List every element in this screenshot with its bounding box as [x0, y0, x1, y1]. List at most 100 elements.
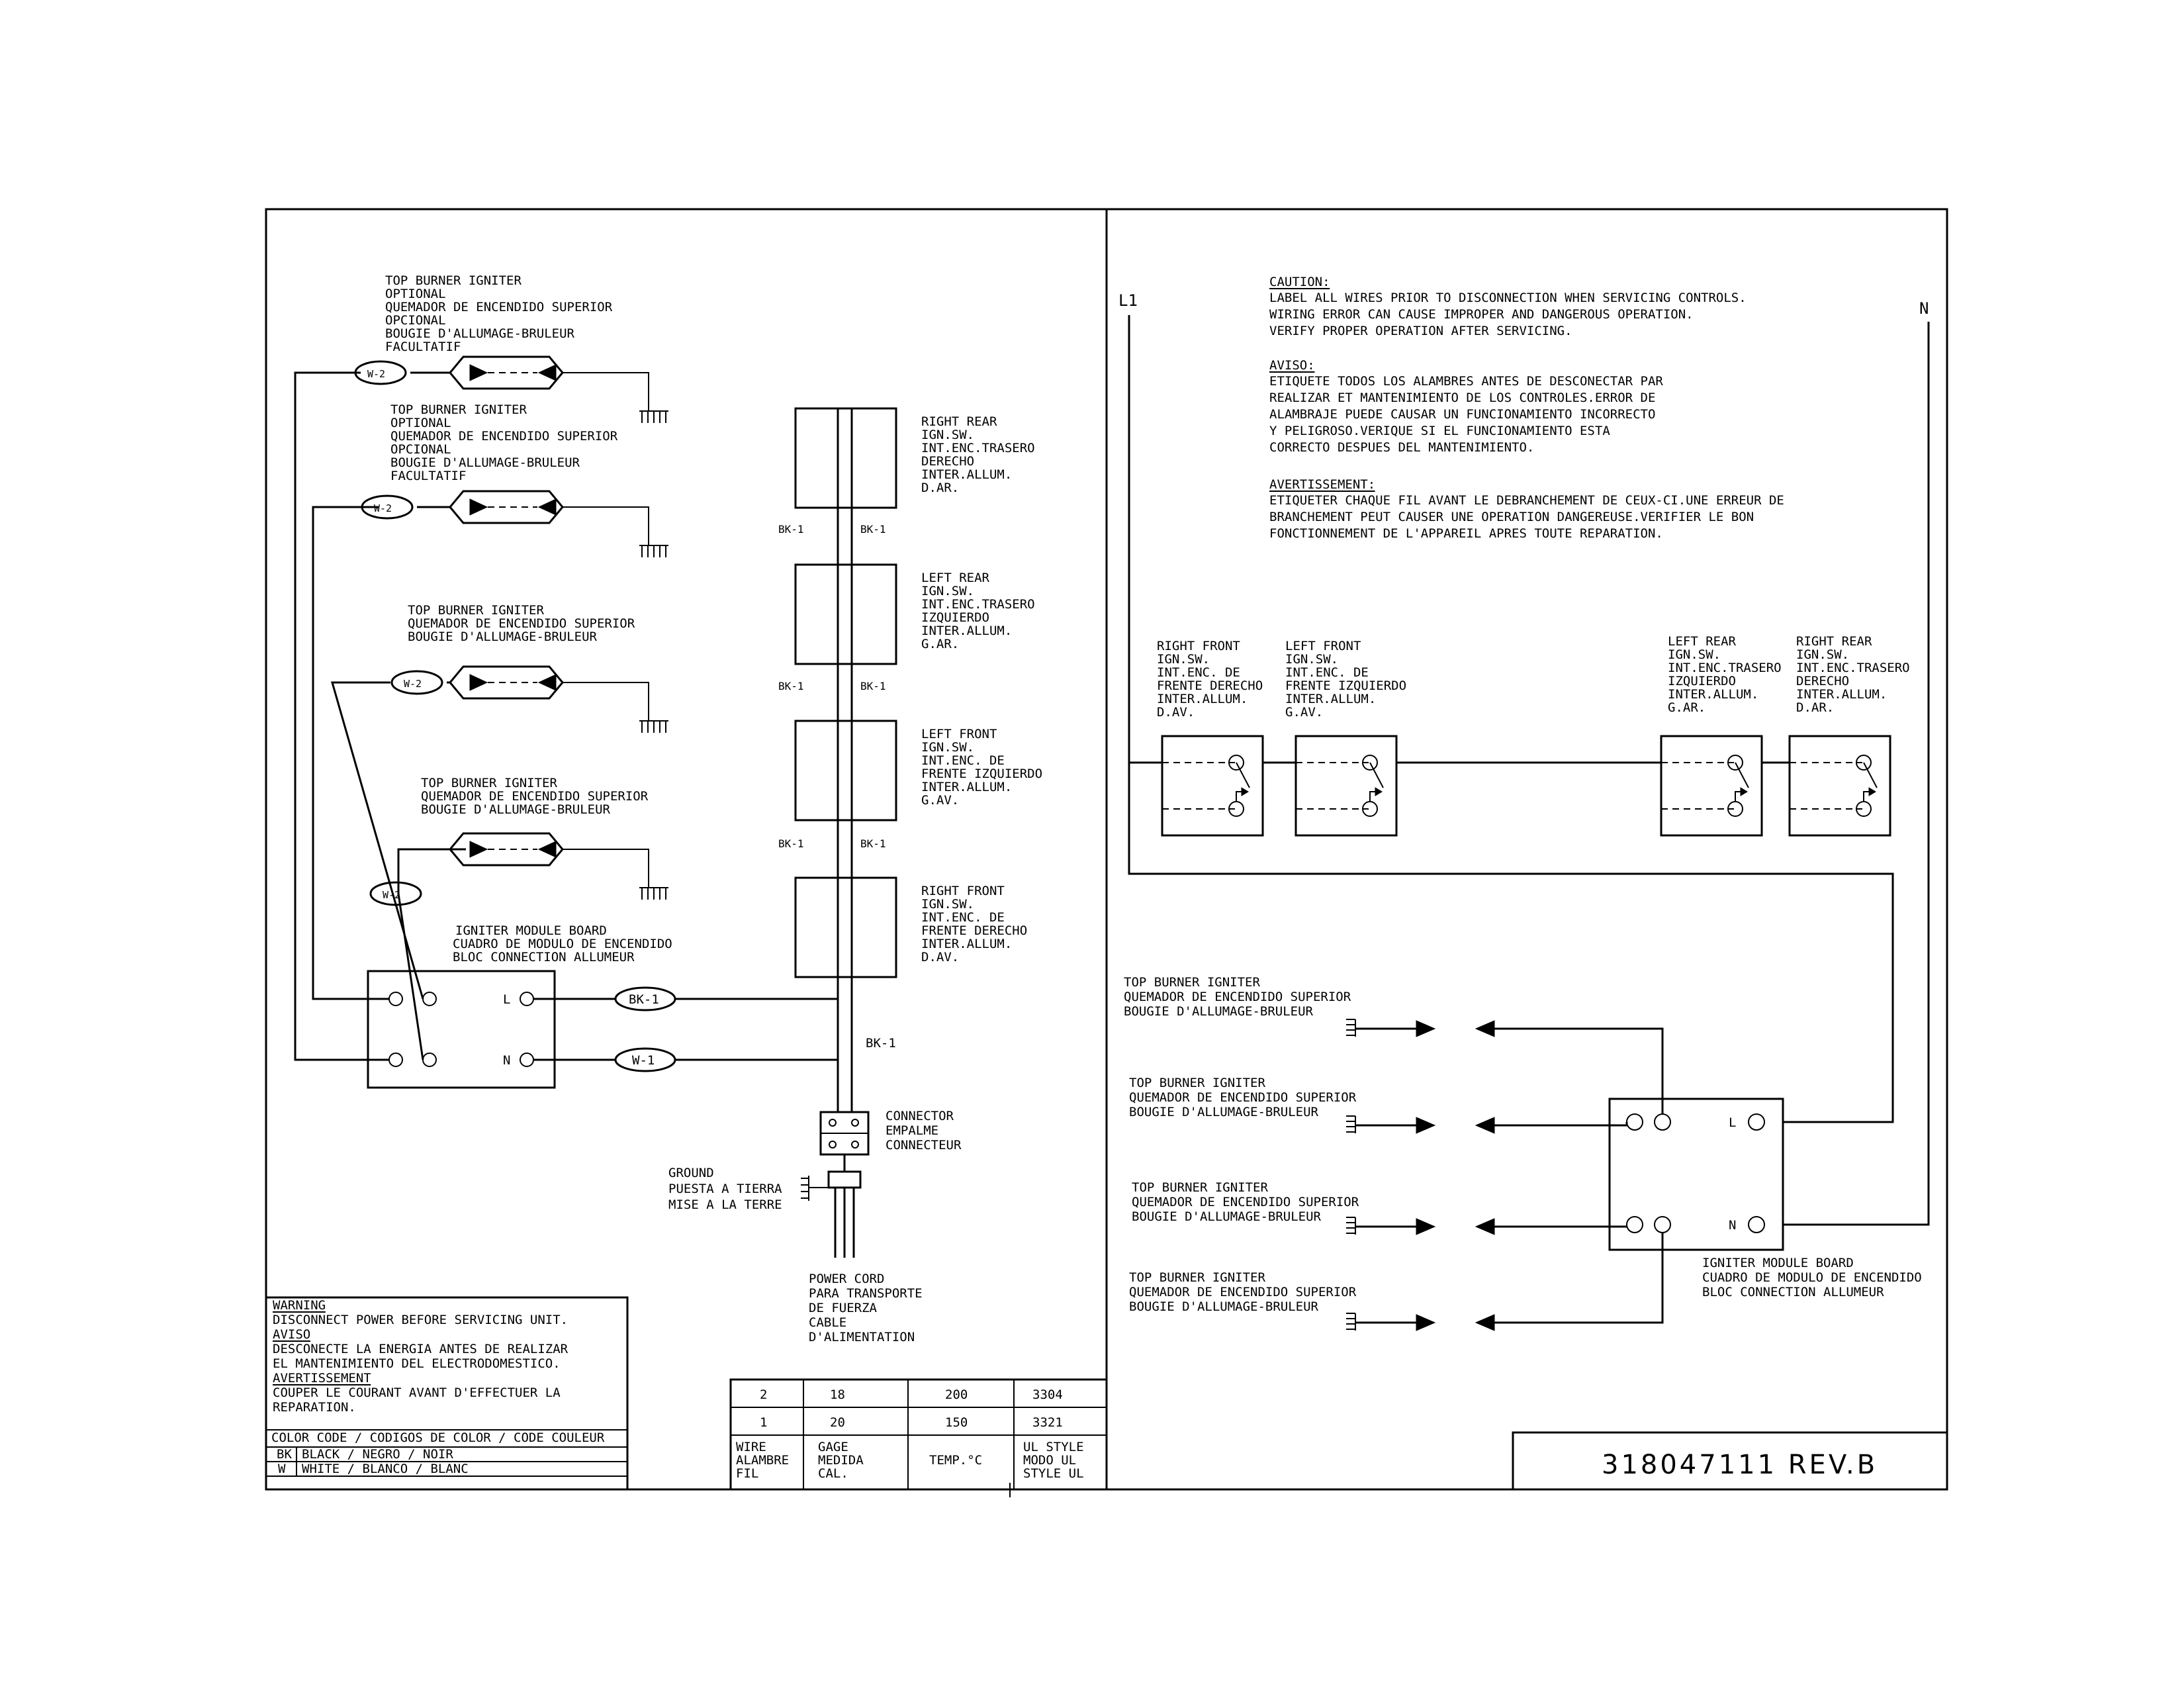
power-cord-label-line: POWER CORD	[809, 1272, 884, 1286]
bk-label: BK-1	[778, 680, 804, 692]
switch-arrow-icon	[1241, 787, 1249, 796]
igniter-label-line: BOUGIE D'ALLUMAGE-BRULEUR	[385, 326, 575, 341]
igniter-label-line: QUEMADOR DE ENCENDIDO SUPERIOR	[385, 300, 613, 314]
right-ignition-switch: RIGHT REARIGN.SW.INT.ENC.TRASERODERECHOI…	[1788, 634, 1910, 837]
l1-label: L1	[1118, 291, 1138, 310]
igniter-label-line: QUEMADOR DE ENCENDIDO SUPERIOR	[390, 429, 618, 444]
table-header: STYLE UL	[1023, 1466, 1084, 1481]
table-header: MODO UL	[1023, 1453, 1076, 1468]
switch-label-line: INTER.ALLUM.	[1668, 687, 1758, 702]
module-label-line-3: BLOC CONNECTION ALLUMEUR	[453, 950, 635, 964]
switch-label-line: RIGHT FRONT	[1157, 639, 1240, 653]
warning-line: AVERTISSEMENT	[273, 1371, 371, 1385]
bk-label: BK-1	[860, 680, 886, 692]
switch-label-line: FRENTE DERECHO	[921, 923, 1027, 938]
warning-box	[265, 1296, 629, 1491]
color-code-title: COLOR CODE / CODIGOS DE COLOR / CODE COU…	[271, 1430, 605, 1445]
ground-symbol-icon	[639, 410, 668, 423]
igniter-label-line: TOP BURNER IGNITER	[390, 402, 527, 417]
switch-label-line: D.AR.	[1796, 700, 1834, 715]
left-module-label: IGNITER MODULE BOARD CUADRO DE MODULO DE…	[453, 923, 672, 964]
connector-label-line: EMPALME	[886, 1123, 938, 1138]
switch-body	[794, 563, 897, 665]
ground-label: GROUND PUESTA A TIERRA MISE A LA TERRE	[668, 1166, 782, 1212]
switch-label-line: G.AR.	[1668, 700, 1706, 715]
wire-igniter-1	[294, 371, 389, 1061]
power-cord-label-line: D'ALIMENTATION	[809, 1330, 915, 1344]
switch-label-line: RIGHT REAR	[1796, 634, 1872, 649]
aviso-line: ALAMBRAJE PUEDE CAUSAR UN FUNCIONAMIENTO…	[1269, 407, 1655, 422]
module-label-line-1: IGNITER MODULE BOARD	[455, 923, 607, 938]
switch-label-line: INT.ENC. DE	[1285, 665, 1369, 680]
switch-body	[794, 720, 897, 821]
switch-label-line: IZQUIERDO	[921, 610, 989, 625]
ground-lead	[563, 682, 649, 721]
terminal-l-label: L	[1729, 1115, 1736, 1130]
avertissement-line: BRANCHEMENT PEUT CAUSER UNE OPERATION DA…	[1269, 510, 1754, 524]
switch-label-line: INTER.ALLUM.	[1796, 687, 1887, 702]
table-header: CAL.	[818, 1466, 848, 1481]
switch-label-line: LEFT FRONT	[921, 727, 997, 741]
electrode-icon	[1475, 1020, 1495, 1037]
electrode-icon	[537, 674, 557, 691]
switch-body	[794, 876, 897, 978]
wire-tag-label: W-2	[367, 368, 385, 380]
power-cord-label-line: PARA TRANSPORTE	[809, 1286, 923, 1301]
electrode-icon	[537, 364, 557, 381]
ground-label-line: MISE A LA TERRE	[668, 1197, 782, 1212]
switch-body	[1788, 735, 1891, 837]
terminal-n-label: N	[1729, 1218, 1736, 1233]
switch-label-line: FRENTE DERECHO	[1157, 679, 1263, 693]
aviso-line: REALIZAR ET MANTENIMIENTO DE LOS CONTROL…	[1269, 391, 1655, 405]
switch-blade	[1735, 762, 1749, 788]
electrode-icon	[1475, 1314, 1495, 1331]
igniter-label-line: OPCIONAL	[390, 442, 451, 457]
wire-tag-w2	[390, 670, 443, 695]
module-terminal	[1626, 1216, 1643, 1233]
switch-label-line: INT.ENC. DE	[921, 753, 1005, 768]
electrode-icon	[1475, 1117, 1495, 1134]
switch-label-line: INTER.ALLUM.	[921, 937, 1012, 951]
table-header: GAGE	[818, 1440, 848, 1454]
switch-label-line: IGN.SW.	[1796, 647, 1849, 662]
connector-pin	[851, 1119, 859, 1127]
igniter-label-line: FACULTATIF	[390, 469, 466, 483]
igniter-label-line: QUEMADOR DE ENCENDIDO SUPERIOR	[408, 616, 635, 631]
table-cell: 200	[945, 1387, 968, 1402]
ground-label-line: PUESTA A TIERRA	[668, 1182, 782, 1196]
switch-label-line: RIGHT REAR	[921, 414, 997, 429]
electrode-icon	[469, 364, 488, 381]
table-header: WIRE	[736, 1440, 766, 1454]
switch-label-line: IGN.SW.	[1157, 652, 1210, 667]
color-code-bk: BK	[277, 1447, 292, 1462]
igniter-label-line: TOP BURNER IGNITER	[1124, 975, 1260, 990]
igniter-label-line: QUEMADOR DE ENCENDIDO SUPERIOR	[1132, 1195, 1359, 1209]
connector-label-line: CONNECTOR	[886, 1109, 954, 1123]
ground-symbol-icon	[639, 887, 668, 900]
color-code-w: W	[278, 1462, 286, 1476]
switch-blade	[1369, 762, 1384, 788]
igniter-label-line: QUEMADOR DE ENCENDIDO SUPERIOR	[1129, 1285, 1357, 1299]
left-ignition-switch: RIGHT REARIGN.SW.INT.ENC.TRASERODERECHOI…	[794, 407, 1035, 509]
electrode-icon	[537, 841, 557, 858]
switch-label-line: G.AR.	[921, 637, 959, 651]
switch-label-line: RIGHT FRONT	[921, 884, 1005, 898]
connector-pin	[829, 1119, 837, 1127]
right-ignition-switch: LEFT REARIGN.SW.INT.ENC.TRASEROIZQUIERDO…	[1660, 634, 1782, 837]
igniter-label-line: BOUGIE D'ALLUMAGE-BRULEUR	[1129, 1299, 1319, 1314]
igniter-wire	[1494, 1233, 1664, 1324]
table-cell: 1	[760, 1415, 767, 1430]
switch-terminal	[1856, 755, 1872, 771]
igniter-label-line: BOUGIE D'ALLUMAGE-BRULEUR	[408, 630, 598, 644]
switch-label-line: FRENTE IZQUIERDO	[1285, 679, 1406, 693]
wire-spec-table: 2 18 200 3304 1 20 150 3321 WIRE ALAMBRE…	[729, 1378, 1108, 1497]
switch-arrow-icon	[1740, 787, 1748, 796]
module-label-line-3: BLOC CONNECTION ALLUMEUR	[1702, 1285, 1884, 1299]
switch-label-line: DERECHO	[1796, 674, 1849, 688]
switch-label-line: FRENTE IZQUIERDO	[921, 767, 1042, 781]
module-label-line-2: CUADRO DE MODULO DE ENCENDIDO	[1702, 1270, 1922, 1285]
